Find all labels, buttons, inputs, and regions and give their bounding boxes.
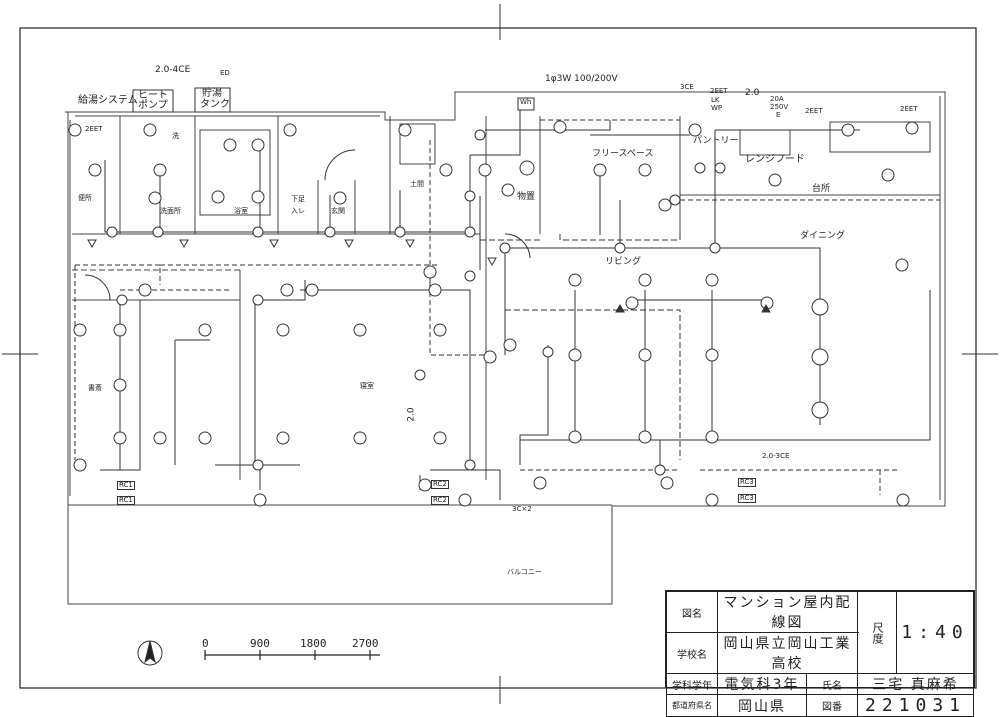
prefecture-value: 岡山県 [717, 694, 807, 717]
name-key: 氏名 [806, 673, 858, 695]
number-key: 図番 [806, 694, 858, 717]
meter-box [517, 97, 535, 111]
storage-tank-box [194, 87, 231, 113]
doma-label: 土間 [410, 180, 424, 188]
range-hood-label: レンジフード [745, 154, 805, 165]
drawing-name-key: 図名 [666, 591, 718, 633]
drawing-name-value: マンション屋内配線図 [717, 591, 858, 633]
cable-top-label: 2.0-4CE [155, 65, 191, 75]
2eet-d: 2EET [85, 125, 103, 133]
scale-tick-0: 0 [202, 637, 209, 650]
geta-label-1: 下足 [291, 195, 305, 203]
geta-label-2: 入レ [291, 207, 305, 215]
wiring-lines [100, 110, 931, 500]
scale-key: 尺度 [857, 591, 897, 674]
wh-label: Wh [520, 98, 532, 106]
2eet-b: 2EET [805, 107, 823, 115]
title-block: 図名 マンション屋内配線図 尺度 1:40 学校名 岡山県立岡山工業高校 学科学… [665, 590, 975, 717]
rc2-label-b: RC2 [431, 496, 449, 505]
scale-bar: 0 900 1800 2700 [140, 638, 400, 668]
rc3-label-a: RC3 [738, 478, 756, 487]
tank-label-2: タンク [200, 99, 230, 110]
bath-label: 浴室 [234, 207, 248, 215]
luminaires [68, 120, 919, 507]
number-value: 221031 [857, 694, 974, 717]
drawing-border [19, 27, 977, 689]
building-walls [65, 91, 946, 605]
20a-label: 20A [770, 95, 784, 103]
heat-pump-box [132, 89, 174, 113]
heat-pump-label-2: ポンプ [138, 100, 168, 111]
pantry-label: パントリー [693, 136, 739, 146]
dept-key: 学科学年 [666, 673, 718, 695]
scale-tick-2700: 2700 [352, 637, 379, 650]
ed-label: ED [220, 69, 230, 77]
free-space-label: フリースペース [592, 149, 654, 159]
scale-bar-lines [204, 650, 380, 660]
school-key: 学校名 [666, 632, 718, 674]
rc2-label-a: RC2 [431, 480, 449, 489]
name-value: 三宅 真麻希 [857, 673, 974, 695]
lk-label: LK [711, 96, 720, 104]
2eet-c: 2EET [900, 105, 918, 113]
rc1-label-b: RC1 [117, 496, 135, 505]
supply-label: 1φ3W 100/200V [545, 74, 618, 84]
balcony-label: バルコニー [507, 568, 542, 576]
heat-pump-label-1: ヒート [138, 90, 168, 101]
storage-label: 物置 [517, 192, 536, 202]
bedroom-label: 寝室 [360, 382, 374, 390]
living-label: リビング [605, 257, 642, 267]
scale-value: 1:40 [896, 591, 974, 674]
e-label: E [776, 111, 781, 119]
kitchen-label: 台所 [812, 184, 831, 194]
wash-label: 洗 [172, 132, 179, 140]
hot-water-system-label: 給湯システム [78, 95, 138, 106]
2-0-3ce-label: 2.0-3CE [762, 452, 790, 460]
ceiling-triangle-markers [87, 239, 771, 313]
school-value: 岡山県立岡山工業高校 [717, 632, 858, 674]
toilet-label: 便所 [78, 194, 92, 202]
wire-2-0-label: 2.0 [745, 88, 760, 98]
entrance-label: 玄関 [331, 207, 345, 215]
wire-2-0-vertical-label: 2.0 [406, 407, 417, 422]
dashed-wiring [74, 119, 940, 495]
scale-tick-900: 900 [250, 637, 270, 650]
3ce-label: 3CE [680, 83, 694, 91]
study-label: 書斎 [88, 384, 102, 392]
tank-label-1: 貯湯 [202, 88, 222, 99]
3cx2-label: 3C×2 [512, 505, 532, 513]
north-arrow [137, 640, 163, 666]
wp-label: WP [711, 104, 723, 112]
scale-tick-1800: 1800 [300, 637, 327, 650]
rc3-label-b: RC3 [738, 494, 756, 503]
washroom-label: 洗面所 [160, 207, 181, 215]
rc1-label-a: RC1 [117, 481, 135, 490]
dining-label: ダイニング [800, 231, 846, 241]
dept-value: 電気科3年 [717, 673, 807, 695]
250v-label: 250V [770, 103, 789, 111]
prefecture-key: 都道府県名 [666, 694, 718, 717]
junction-boxes [106, 129, 721, 476]
2eet-a: 2EET [710, 87, 728, 95]
